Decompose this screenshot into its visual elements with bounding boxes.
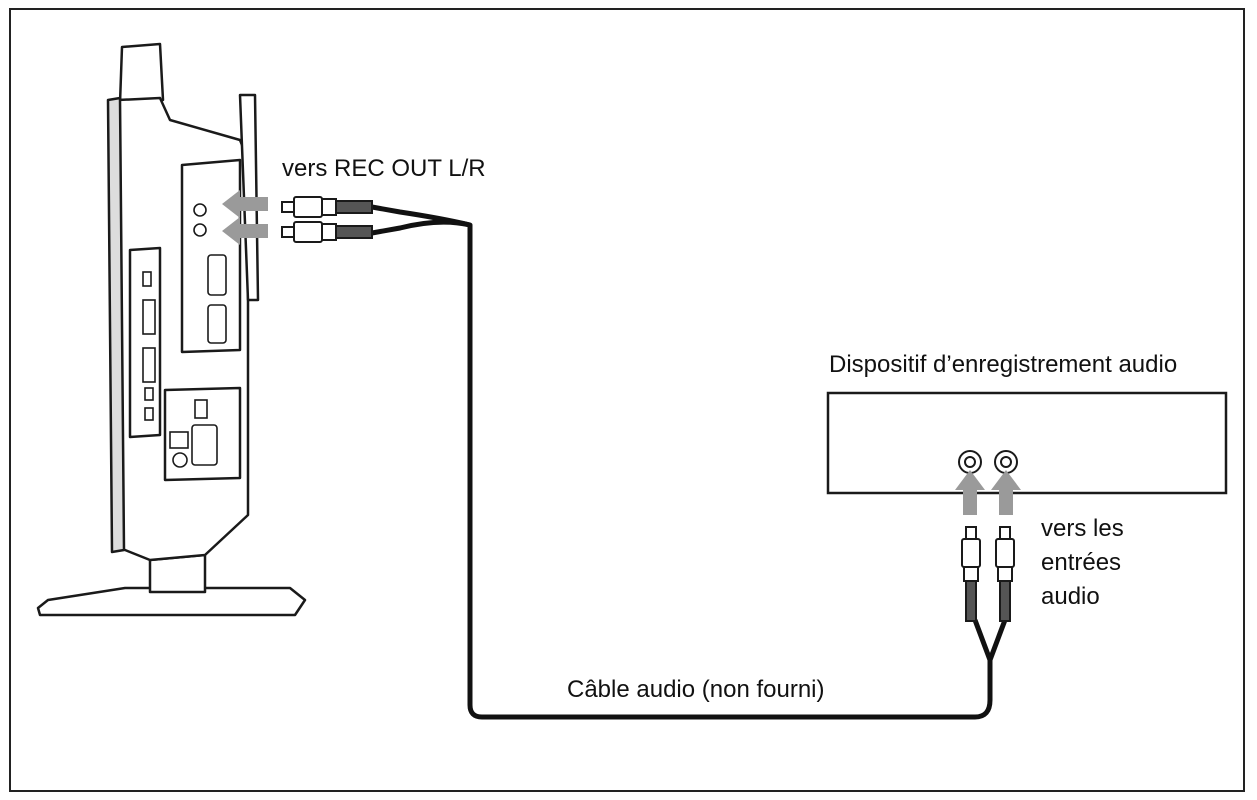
recording-device-label: Dispositif d’enregistrement audio (829, 351, 1178, 378)
input-arrows-monitor (222, 190, 268, 245)
bottom-plugs (961, 526, 1015, 622)
top-plugs (281, 196, 373, 243)
audio-inputs-label: vers les entrées audio (1041, 515, 1124, 610)
figure-frame (9, 8, 1245, 792)
monitor-connectors (142, 203, 227, 468)
audio-cable-label: Câble audio (non fourni) (567, 676, 825, 703)
rec-out-label: vers REC OUT L/R (282, 155, 486, 182)
monitor-illustration (36, 42, 307, 617)
audio-cable (371, 204, 993, 720)
input-arrows-device (955, 470, 1021, 515)
recording-device-box (826, 391, 1228, 495)
